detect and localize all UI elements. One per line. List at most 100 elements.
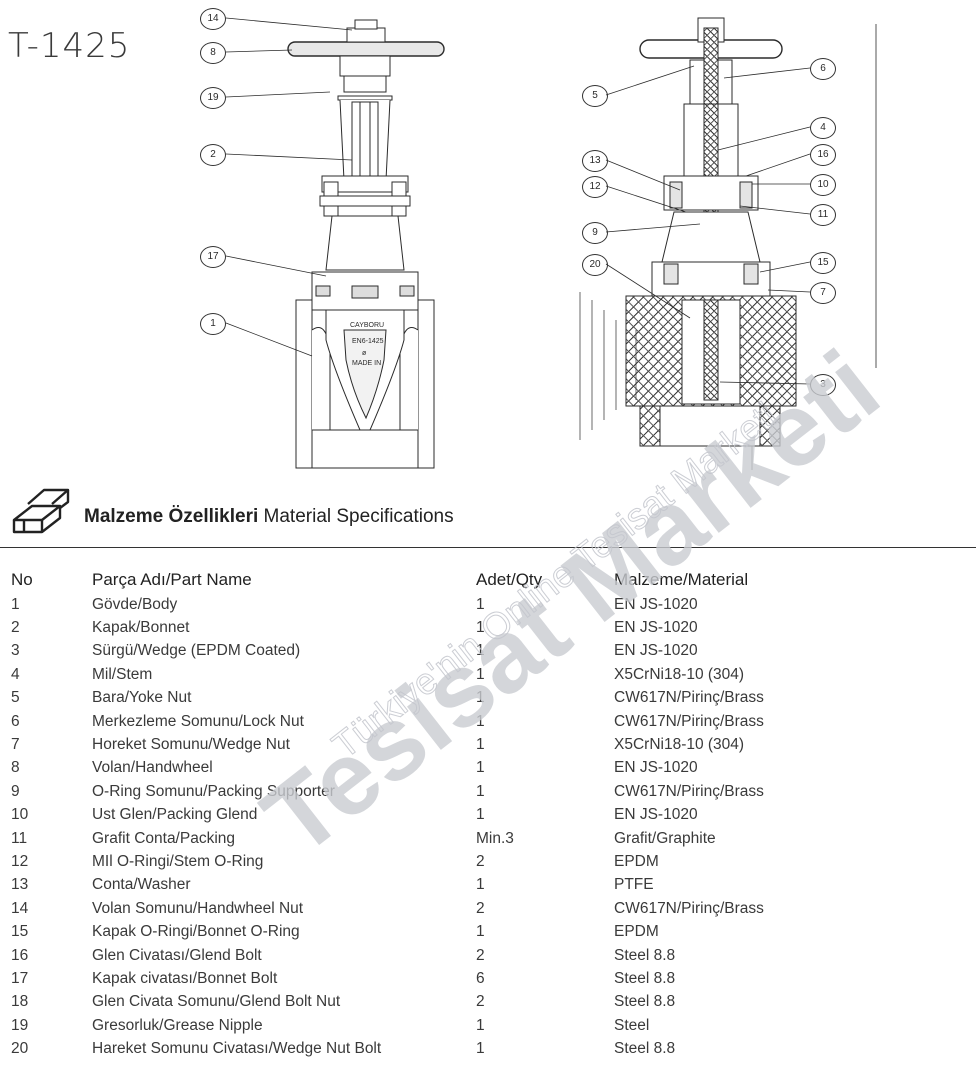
table-row: 4 Mil/Stem 1 X5CrNi18-10 (304)	[0, 663, 974, 686]
cell-material: X5CrNi18-10 (304)	[614, 665, 745, 683]
cell-qty: 1	[476, 736, 485, 754]
cell-part: Glen Civatası/Glend Bolt	[92, 946, 262, 964]
cell-material: Steel	[614, 1016, 650, 1034]
material-blocks-icon	[12, 488, 70, 534]
callout-right-9: 9	[582, 222, 608, 244]
cell-part: MIl O-Ringi/Stem O-Ring	[92, 852, 264, 870]
cell-part: Kapak civatası/Bonnet Bolt	[92, 969, 278, 987]
col-header-no: No	[11, 569, 33, 589]
cell-qty: 2	[476, 852, 485, 870]
callout-right-15: 15	[810, 252, 836, 274]
callout-right-10: 10	[810, 174, 836, 196]
section-divider	[0, 547, 976, 548]
cell-qty: 6	[476, 969, 485, 987]
cell-part: O-Ring Somunu/Packing Supporter	[92, 782, 335, 800]
cell-material: EN JS-1020	[614, 806, 698, 824]
cell-no: 4	[11, 665, 20, 683]
cell-qty: 1	[476, 1016, 485, 1034]
cell-qty: 1	[476, 759, 485, 777]
title-english: Material Specifications	[263, 506, 454, 527]
cell-part: Hareket Somunu Civatası/Wedge Nut Bolt	[92, 1040, 382, 1058]
cell-material: CW617N/Pirinç/Brass	[614, 899, 764, 917]
cell-material: CW617N/Pirinç/Brass	[614, 689, 764, 707]
cell-qty: 1	[476, 876, 485, 894]
cell-part: Kapak O-Ringi/Bonnet O-Ring	[92, 923, 300, 941]
cell-no: 13	[11, 876, 29, 894]
cell-part: Kapak/Bonnet	[92, 619, 190, 637]
cell-part: Grafit Conta/Packing	[92, 829, 236, 847]
table-row: 9 O-Ring Somunu/Packing Supporter 1 CW617N/…	[0, 780, 974, 803]
cell-no: 9	[11, 782, 20, 800]
valve-section-view	[579, 17, 877, 470]
callout-right-4: 4	[810, 117, 836, 139]
valve-front-view	[287, 19, 445, 469]
cell-no: 12	[11, 852, 29, 870]
cell-qty: 1	[476, 689, 485, 707]
col-header-part: Parça Adı/Part Name	[92, 569, 252, 589]
cell-qty: Min.3	[476, 829, 514, 847]
table-row: 10 Ust Glen/Packing Glend 1 EN JS-1020	[0, 804, 974, 827]
cell-material: X5CrNi18-10 (304)	[614, 736, 745, 754]
callout-left-8: 8	[200, 42, 226, 64]
cell-no: 3	[11, 642, 20, 660]
callout-left-1: 1	[200, 313, 226, 335]
cell-part: Gresorluk/Grease Nipple	[92, 1016, 263, 1034]
callout-left-17: 17	[200, 246, 226, 268]
body-marking-brand: CAYBORU	[350, 322, 385, 329]
cell-no: 18	[11, 993, 29, 1011]
cell-material: Steel 8.8	[614, 969, 676, 987]
cell-qty: 1	[476, 665, 485, 683]
cell-no: 10	[11, 806, 29, 824]
cell-qty: 2	[476, 899, 485, 917]
cell-part: Volan Somunu/Handwheel Nut	[92, 899, 304, 917]
cell-qty: 2	[476, 946, 485, 964]
cell-part: Mil/Stem	[92, 665, 153, 683]
table-row: 13 Conta/Washer 1 PTFE	[0, 874, 974, 897]
cell-material: PTFE	[614, 876, 654, 894]
table-header-row: No Parça Adı/Part Name Adet/Qty Malzeme/…	[0, 566, 974, 593]
cell-material: Steel 8.8	[614, 946, 676, 964]
cell-part: Gövde/Body	[92, 595, 178, 613]
body-marking-dn: ø	[362, 350, 367, 357]
cell-material: EPDM	[614, 923, 659, 941]
callout-right-11: 11	[810, 204, 836, 226]
callout-right-3: 3	[810, 374, 836, 396]
cell-qty: 1	[476, 619, 485, 637]
cell-no: 8	[11, 759, 20, 777]
cell-qty: 1	[476, 782, 485, 800]
material-spec-header: Malzeme Özellikleri Material Specificati…	[10, 482, 970, 538]
cell-material: EPDM	[614, 852, 659, 870]
cell-qty: 1	[476, 806, 485, 824]
callout-right-7: 7	[810, 282, 836, 304]
cell-part: Merkezleme Somunu/Lock Nut	[92, 712, 304, 730]
callout-right-16: 16	[810, 144, 836, 166]
cell-material: CW617N/Pirinç/Brass	[614, 782, 764, 800]
cell-part: Ust Glen/Packing Glend	[92, 806, 258, 824]
cell-part: Conta/Washer	[92, 876, 191, 894]
cell-no: 6	[11, 712, 20, 730]
body-marking-origin: MADE IN	[352, 360, 382, 367]
material-spec-title: Malzeme Özellikleri Material Specificati…	[84, 506, 454, 528]
cell-qty: 1	[476, 642, 485, 660]
col-header-qty: Adet/Qty	[476, 569, 543, 589]
cell-qty: 1	[476, 712, 485, 730]
body-marking-standard: EN6-1425	[352, 338, 384, 345]
cell-no: 7	[11, 736, 20, 754]
cell-part: Bara/Yoke Nut	[92, 689, 192, 707]
callout-right-12: 12	[582, 176, 608, 198]
cell-no: 19	[11, 1016, 29, 1034]
cell-qty: 2	[476, 993, 485, 1011]
cell-part: Volan/Handwheel	[92, 759, 213, 777]
callout-right-13: 13	[582, 150, 608, 172]
